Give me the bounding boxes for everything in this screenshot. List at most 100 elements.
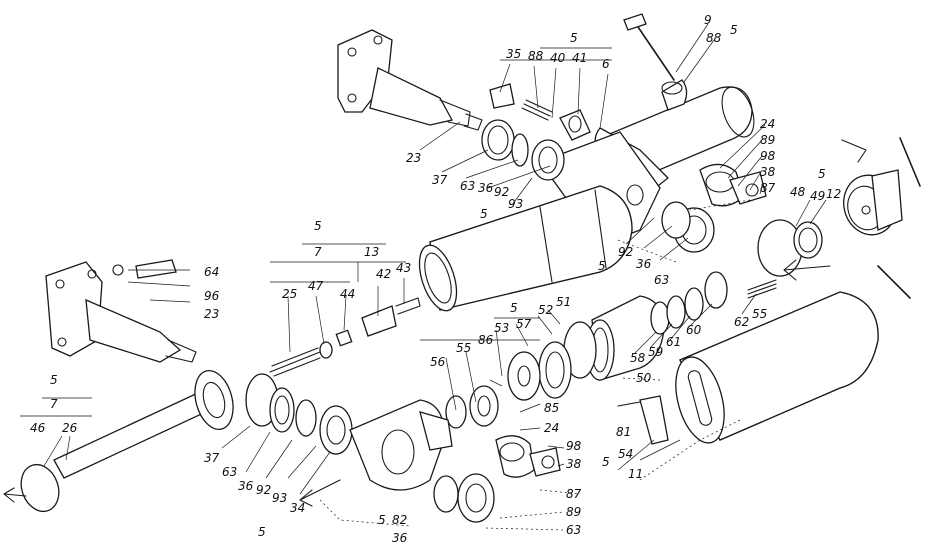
label-54: 54 <box>618 447 633 461</box>
label-89: 89 <box>566 505 581 519</box>
lower-right-cylinder <box>675 291 879 444</box>
label-5: 5 <box>598 259 606 273</box>
label-93: 93 <box>508 197 523 211</box>
label-58: 58 <box>630 351 646 365</box>
label-92: 92 <box>494 185 509 199</box>
label-87: 87 <box>566 487 582 501</box>
right-end-cap <box>757 169 903 277</box>
label-49: 49 <box>810 189 825 203</box>
label-46: 46 <box>30 421 46 435</box>
lower-valve <box>433 435 561 523</box>
label-86: 86 <box>478 333 494 347</box>
label-98: 98 <box>566 439 582 453</box>
label-59: 59 <box>648 345 663 359</box>
label-92: 92 <box>256 483 271 497</box>
label-24: 24 <box>760 117 775 131</box>
label-88: 88 <box>706 31 722 45</box>
piston-rod <box>20 370 234 513</box>
label-56: 56 <box>430 355 446 369</box>
label-5: 5 <box>570 31 578 45</box>
small-bracket <box>617 395 669 445</box>
label-38: 38 <box>566 457 582 471</box>
label-12: 12 <box>826 187 841 201</box>
label-37: 37 <box>204 451 220 465</box>
central-cylinder <box>418 185 633 312</box>
callout-labels: 9 88 5 5 35 88 40 41 6 24 89 98 38 87 5 … <box>30 13 841 545</box>
label-7: 7 <box>50 397 58 411</box>
upper-rings <box>481 83 591 181</box>
label-51: 51 <box>556 295 571 309</box>
label-63: 63 <box>222 465 237 479</box>
label-44: 44 <box>340 287 355 301</box>
label-36: 36 <box>238 479 254 493</box>
label-48: 48 <box>790 185 806 199</box>
label-53: 53 <box>494 321 509 335</box>
label-9: 9 <box>704 13 712 27</box>
lower-left-rings <box>245 373 353 455</box>
label-47: 47 <box>308 279 324 293</box>
label-5: 5 <box>510 301 518 315</box>
label-98: 98 <box>760 149 776 163</box>
label-88: 88 <box>528 49 544 63</box>
top-mount-bracket <box>337 29 483 131</box>
label-5: 5 <box>314 219 322 233</box>
label-13: 13 <box>364 245 379 259</box>
label-36: 36 <box>636 257 652 271</box>
label-42: 42 <box>376 267 391 281</box>
label-5: 5 <box>818 167 826 181</box>
label-7: 7 <box>314 245 322 259</box>
label-63: 63 <box>566 523 581 537</box>
label-41: 41 <box>572 51 587 65</box>
right-valve-cluster <box>699 163 767 207</box>
label-55: 55 <box>752 307 767 321</box>
label-92: 92 <box>618 245 633 259</box>
label-82: 82 <box>392 513 407 527</box>
left-mount-bracket <box>45 259 197 363</box>
label-34: 34 <box>290 501 305 515</box>
label-87: 87 <box>760 181 776 195</box>
label-26: 26 <box>62 421 78 435</box>
label-63: 63 <box>460 179 475 193</box>
label-81: 81 <box>616 425 631 439</box>
label-55: 55 <box>456 341 471 355</box>
label-96: 96 <box>204 289 220 303</box>
label-37: 37 <box>432 173 448 187</box>
label-50: 50 <box>636 371 652 385</box>
fork-housing <box>349 399 453 491</box>
label-40: 40 <box>550 51 566 65</box>
label-43: 43 <box>396 261 411 275</box>
mid-rings <box>650 201 777 335</box>
label-57: 57 <box>516 317 532 331</box>
label-89: 89 <box>760 133 775 147</box>
label-5: 5 <box>378 513 386 527</box>
leader-lines <box>20 23 827 531</box>
label-5: 5 <box>50 373 58 387</box>
top-rod <box>623 13 675 81</box>
label-36: 36 <box>392 531 408 545</box>
label-85: 85 <box>544 401 559 415</box>
label-5: 5 <box>480 207 488 221</box>
label-38: 38 <box>760 165 776 179</box>
label-6: 6 <box>602 57 610 71</box>
label-52: 52 <box>538 303 553 317</box>
valve-stem-group <box>269 297 421 377</box>
label-62: 62 <box>734 315 749 329</box>
label-11: 11 <box>628 467 643 481</box>
label-60: 60 <box>686 323 702 337</box>
label-5: 5 <box>258 525 266 539</box>
center-ring-pack <box>445 321 597 429</box>
direction-arrows <box>3 137 921 507</box>
label-93: 93 <box>272 491 287 505</box>
label-24: 24 <box>544 421 559 435</box>
label-25: 25 <box>282 287 297 301</box>
label-23: 23 <box>406 151 421 165</box>
label-23: 23 <box>204 307 219 321</box>
label-35: 35 <box>506 47 521 61</box>
label-36: 36 <box>478 181 494 195</box>
label-5: 5 <box>730 23 738 37</box>
label-5: 5 <box>602 455 610 469</box>
label-64: 64 <box>204 265 219 279</box>
label-63: 63 <box>654 273 669 287</box>
